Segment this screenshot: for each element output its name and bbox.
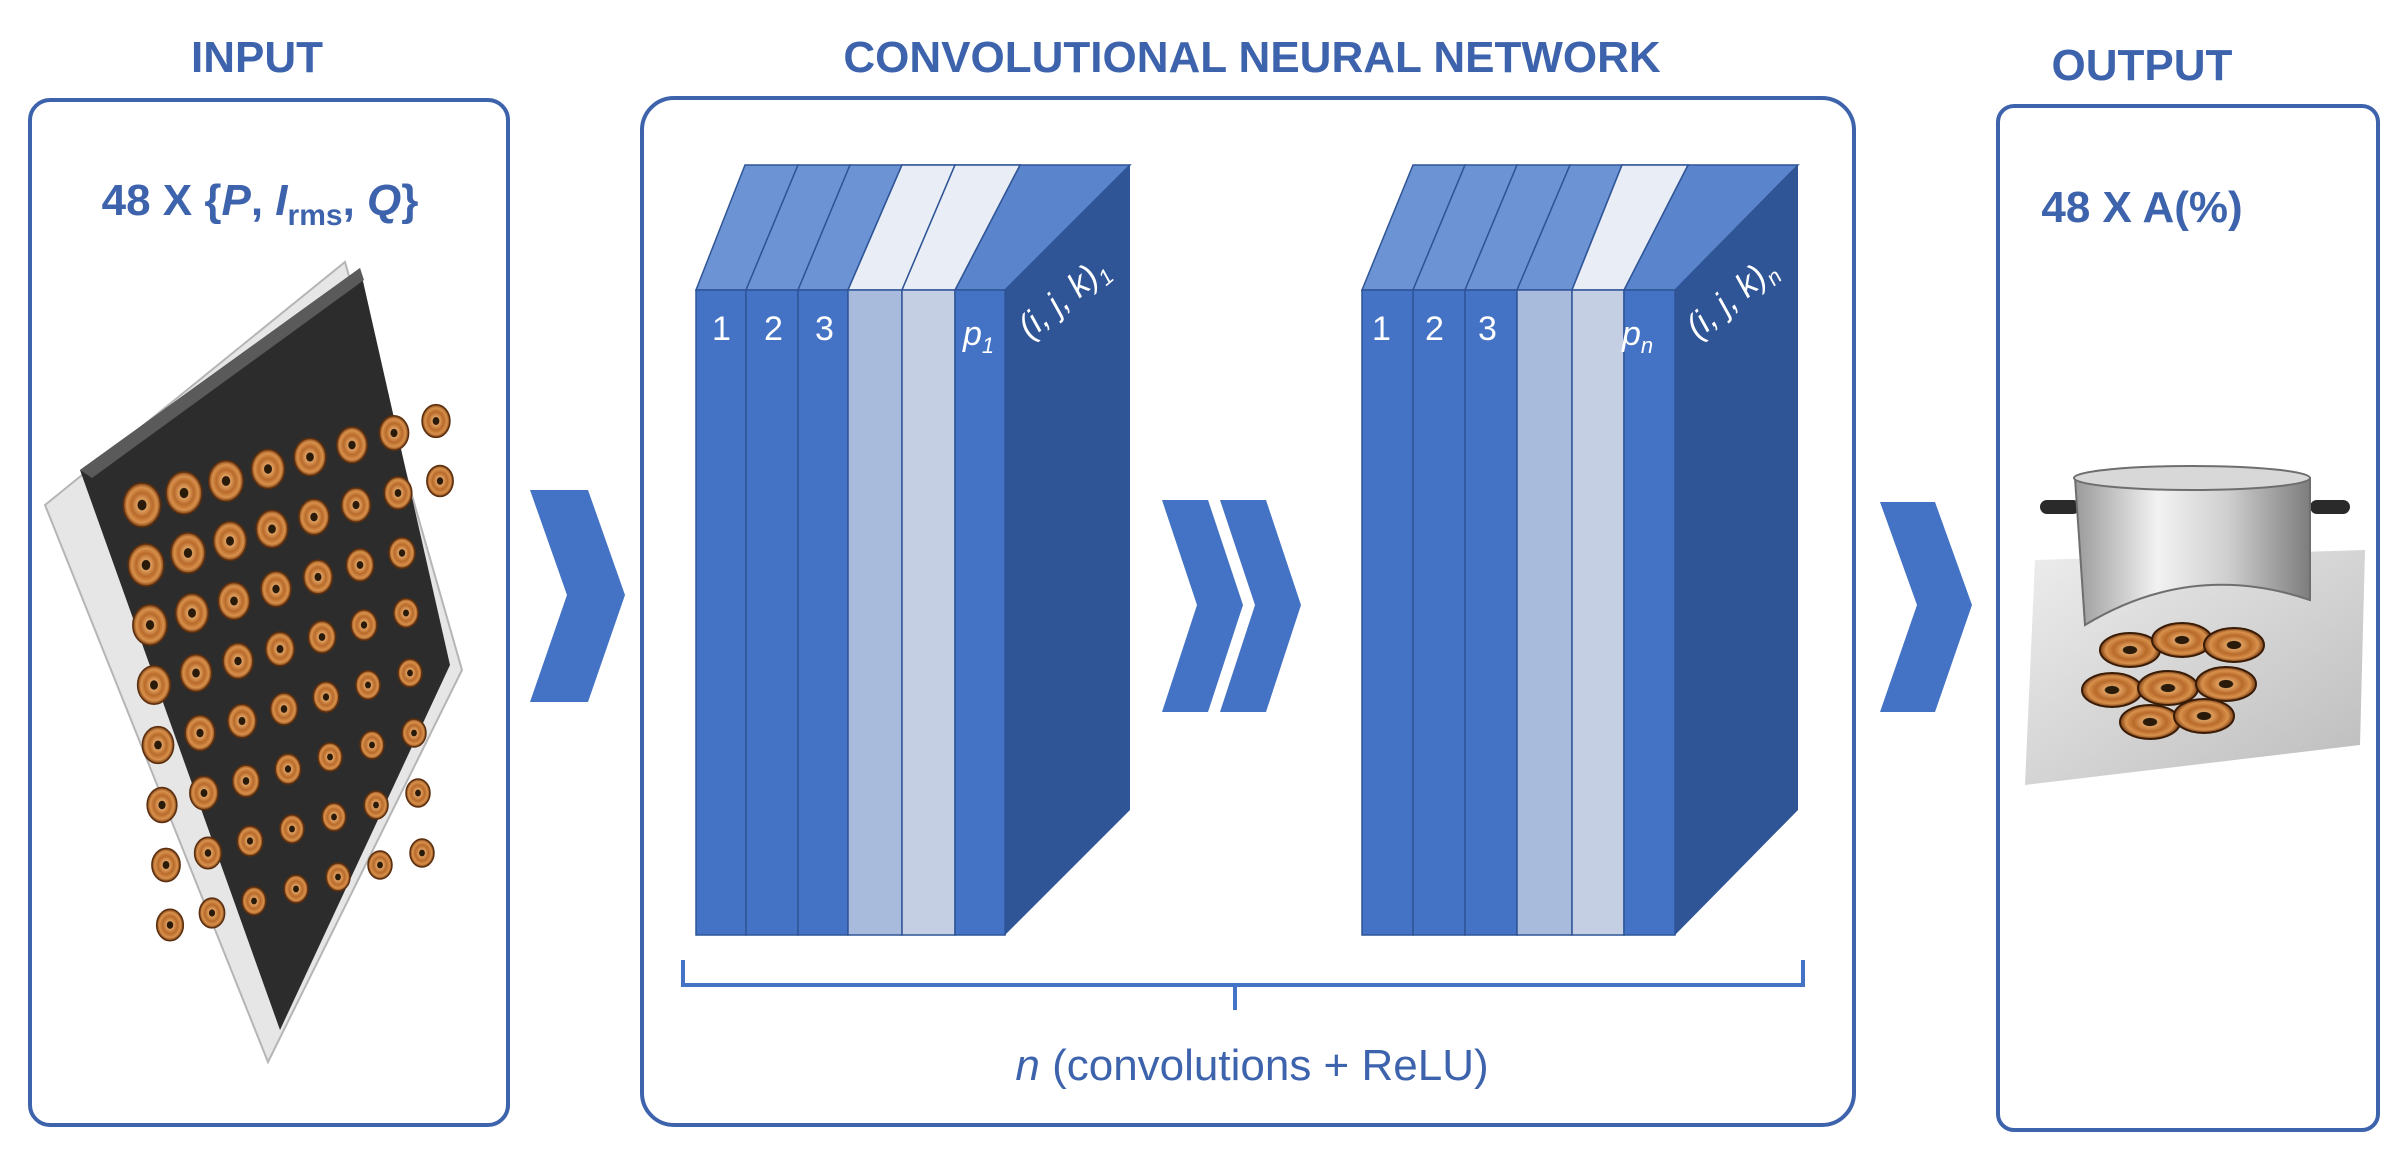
cnn-caption: n (convolutions + ReLU) [1015, 1041, 1488, 1090]
coil [198, 897, 226, 929]
coil [383, 475, 413, 511]
layer-label: 3 [815, 310, 834, 348]
coil [127, 543, 165, 587]
coil [2099, 632, 2161, 668]
coil [345, 548, 375, 582]
coil [169, 531, 207, 575]
brace [681, 960, 1805, 1010]
coil [388, 536, 416, 570]
coil [298, 498, 330, 536]
coil [155, 908, 185, 942]
cnn-panel [640, 96, 1856, 1127]
coil [2151, 622, 2213, 658]
coil [231, 764, 261, 798]
double-chevron-right-icon [1162, 500, 1301, 712]
layer-label: 1 [712, 310, 731, 348]
coil [255, 509, 289, 549]
coil [312, 681, 340, 713]
coil [2173, 698, 2235, 734]
coil [165, 471, 203, 515]
induction-coil-array-image [43, 260, 464, 1065]
coil [217, 581, 251, 621]
layer-label-p1: p1 [962, 315, 994, 358]
coil [274, 753, 302, 785]
coil [355, 669, 381, 701]
layer-label: 2 [764, 310, 783, 348]
coil [174, 592, 210, 634]
coil [2081, 672, 2143, 708]
coil [279, 814, 305, 844]
coil [132, 604, 168, 646]
coil [405, 778, 431, 808]
coil [317, 741, 343, 773]
coil [2203, 627, 2265, 663]
coil [340, 487, 372, 523]
coil [212, 520, 248, 562]
coil [2195, 666, 2257, 702]
coil [141, 725, 175, 765]
coil [325, 862, 351, 892]
coil [269, 692, 299, 726]
coil [359, 730, 385, 760]
coil [302, 559, 334, 595]
coil [151, 847, 181, 883]
layer-label-pn: pn [1621, 315, 1653, 358]
coil [184, 714, 216, 752]
coil [2119, 704, 2181, 740]
coil [222, 642, 254, 680]
coil [378, 415, 410, 451]
coil [146, 786, 178, 824]
pot-on-coils-image [2025, 465, 2365, 785]
layer-label: 3 [1478, 310, 1497, 348]
coil [136, 664, 172, 706]
coil [226, 703, 258, 739]
output-panel [1996, 104, 2380, 1132]
coil [367, 850, 393, 880]
coil [397, 658, 423, 688]
chevron-right-icon [1880, 502, 1972, 712]
input-formula: 48 X {P, Irms, Q} [102, 176, 419, 232]
coil [401, 718, 427, 748]
coil [409, 838, 435, 868]
coil [392, 597, 420, 629]
coil [264, 631, 296, 667]
output-value: 48 X A(%) [2041, 183, 2242, 232]
coil [179, 653, 213, 693]
input-title: INPUT [191, 33, 323, 82]
coil [193, 836, 223, 870]
conv-block-2: 1 2 3 pn (i, j, k)n [1360, 164, 1800, 936]
coil [350, 608, 378, 642]
coil [189, 775, 219, 811]
input-panel [28, 98, 510, 1127]
coil [207, 459, 245, 503]
output-title: OUTPUT [2052, 41, 2233, 90]
conv-block-1: 1 2 3 p1 (i, j, k)1 [694, 164, 1132, 936]
layer-label: 1 [1372, 310, 1391, 348]
coil [335, 426, 369, 464]
coil [321, 802, 347, 832]
chevron-right-icon [530, 490, 625, 702]
cnn-title: CONVOLUTIONAL NEURAL NETWORK [843, 33, 1660, 82]
coil [283, 874, 309, 904]
coil [307, 620, 337, 654]
coil [250, 448, 286, 490]
coil [293, 437, 327, 477]
coil [363, 790, 389, 820]
coil [260, 570, 292, 608]
coil [122, 482, 162, 528]
coil [236, 825, 264, 857]
layer-label: 2 [1425, 310, 1444, 348]
coil [421, 403, 451, 439]
coil [426, 464, 454, 498]
coil [241, 886, 267, 916]
coil [2137, 670, 2199, 706]
